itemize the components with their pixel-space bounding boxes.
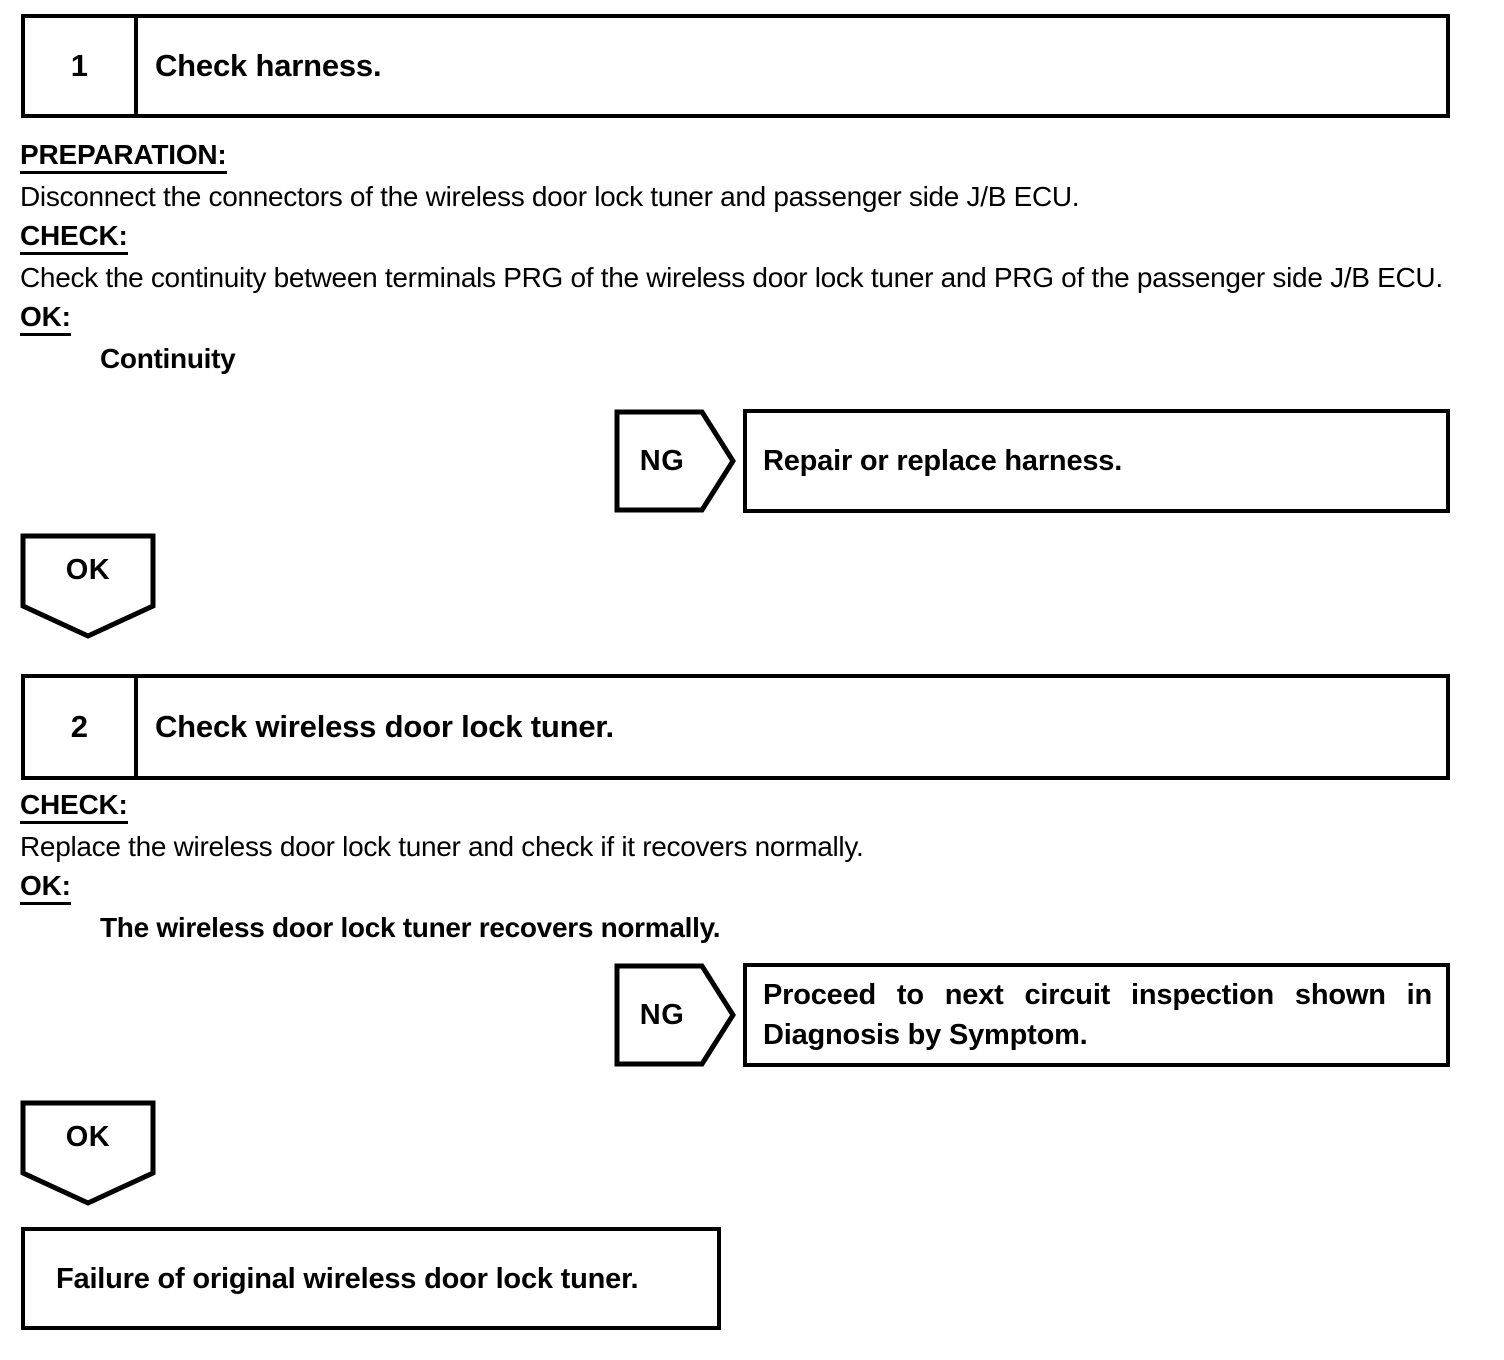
conclusion-box: Failure of original wireless door lock t…	[21, 1227, 721, 1330]
step-1-ok-connector: OK	[20, 533, 156, 639]
step-1-header-box: 1 Check harness.	[21, 14, 1450, 118]
step-2-title: Check wireless door lock tuner.	[155, 709, 614, 744]
step-2-check-text: Replace the wireless door lock tuner and…	[20, 831, 864, 862]
step-1-body: PREPARATION: Disconnect the connectors o…	[20, 136, 1470, 377]
step-1-ng-connector: NG	[614, 409, 736, 513]
step-2-ok-label: OK:	[20, 870, 71, 905]
step-1-check-text: Check the continuity between terminals P…	[20, 262, 1443, 293]
step-1-check-label: CHECK:	[20, 220, 128, 255]
step-1-preparation-text: Disconnect the connectors of the wireles…	[20, 181, 1080, 212]
step-2-ng-connector: NG	[614, 963, 736, 1067]
step-1-ok-label: OK:	[20, 301, 71, 336]
step-2-ok-result: The wireless door lock tuner recovers no…	[100, 912, 721, 943]
step-2-body: CHECK: Replace the wireless door lock tu…	[20, 786, 1470, 946]
step-2-ng-label: NG	[639, 998, 685, 1031]
step-1-ok-connector-label: OK	[65, 553, 111, 586]
step-2-ok-connector-label: OK	[65, 1120, 111, 1153]
step-2-ok-connector: OK	[20, 1100, 156, 1206]
step-2-ng-result-line-2: Diagnosis by Symptom.	[763, 1019, 1088, 1051]
step-2-ng-result-line-1: Proceed to next circuit inspection shown…	[763, 979, 1432, 1011]
step-2-ng-result-box: Proceed to next circuit inspection shown…	[743, 963, 1450, 1067]
step-2-number: 2	[25, 678, 138, 776]
step-2-ng-result-text: Proceed to next circuit inspection shown…	[747, 975, 1446, 1055]
step-1-ng-result-text: Repair or replace harness.	[763, 445, 1123, 477]
step-1-ok-result: Continuity	[100, 343, 236, 374]
step-1-number: 1	[25, 18, 138, 114]
step-1-ng-result-box: Repair or replace harness.	[743, 409, 1450, 513]
conclusion-text: Failure of original wireless door lock t…	[56, 1262, 639, 1295]
step-2-header-box: 2 Check wireless door lock tuner.	[21, 674, 1450, 780]
step-1-ng-label: NG	[639, 444, 685, 477]
step-1-title: Check harness.	[155, 48, 382, 83]
step-1-preparation-label: PREPARATION:	[20, 139, 227, 174]
step-2-check-label: CHECK:	[20, 789, 128, 824]
